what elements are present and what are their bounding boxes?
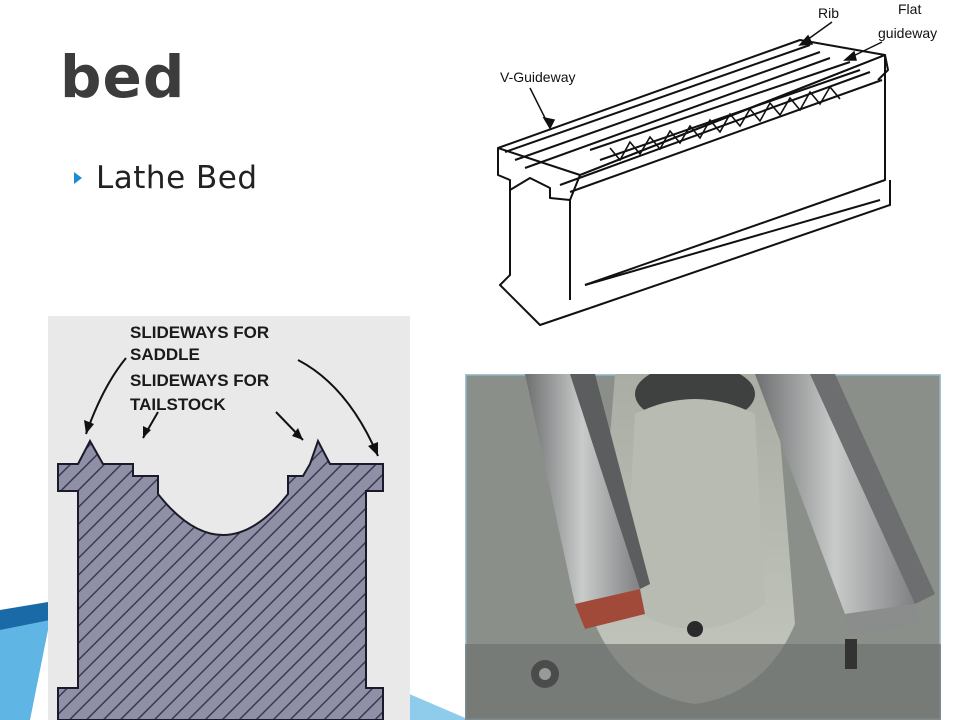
label-tail-2: TAILSTOCK <box>130 395 226 414</box>
isometric-bed-drawing: V-Guideway Rib Flat guideway <box>470 0 950 340</box>
label-flat-1: Flat <box>898 1 921 17</box>
label-v-guideway: V-Guideway <box>500 69 575 85</box>
bullet-item: Lathe Bed <box>74 160 258 196</box>
bullet-arrow-icon <box>74 172 82 184</box>
slide-title: bed <box>60 43 186 111</box>
label-tail-1: SLIDEWAYS FOR <box>130 371 269 390</box>
label-rib: Rib <box>818 5 839 21</box>
bed-cross-section-drawing: SLIDEWAYS FOR SADDLE SLIDEWAYS FOR TAILS… <box>48 316 410 720</box>
label-saddle-1: SLIDEWAYS FOR <box>130 323 269 342</box>
label-saddle-2: SADDLE <box>130 345 200 364</box>
lathe-bed-photo <box>465 374 941 720</box>
label-flat-2: guideway <box>878 25 937 41</box>
bullet-text: Lathe Bed <box>96 160 258 196</box>
